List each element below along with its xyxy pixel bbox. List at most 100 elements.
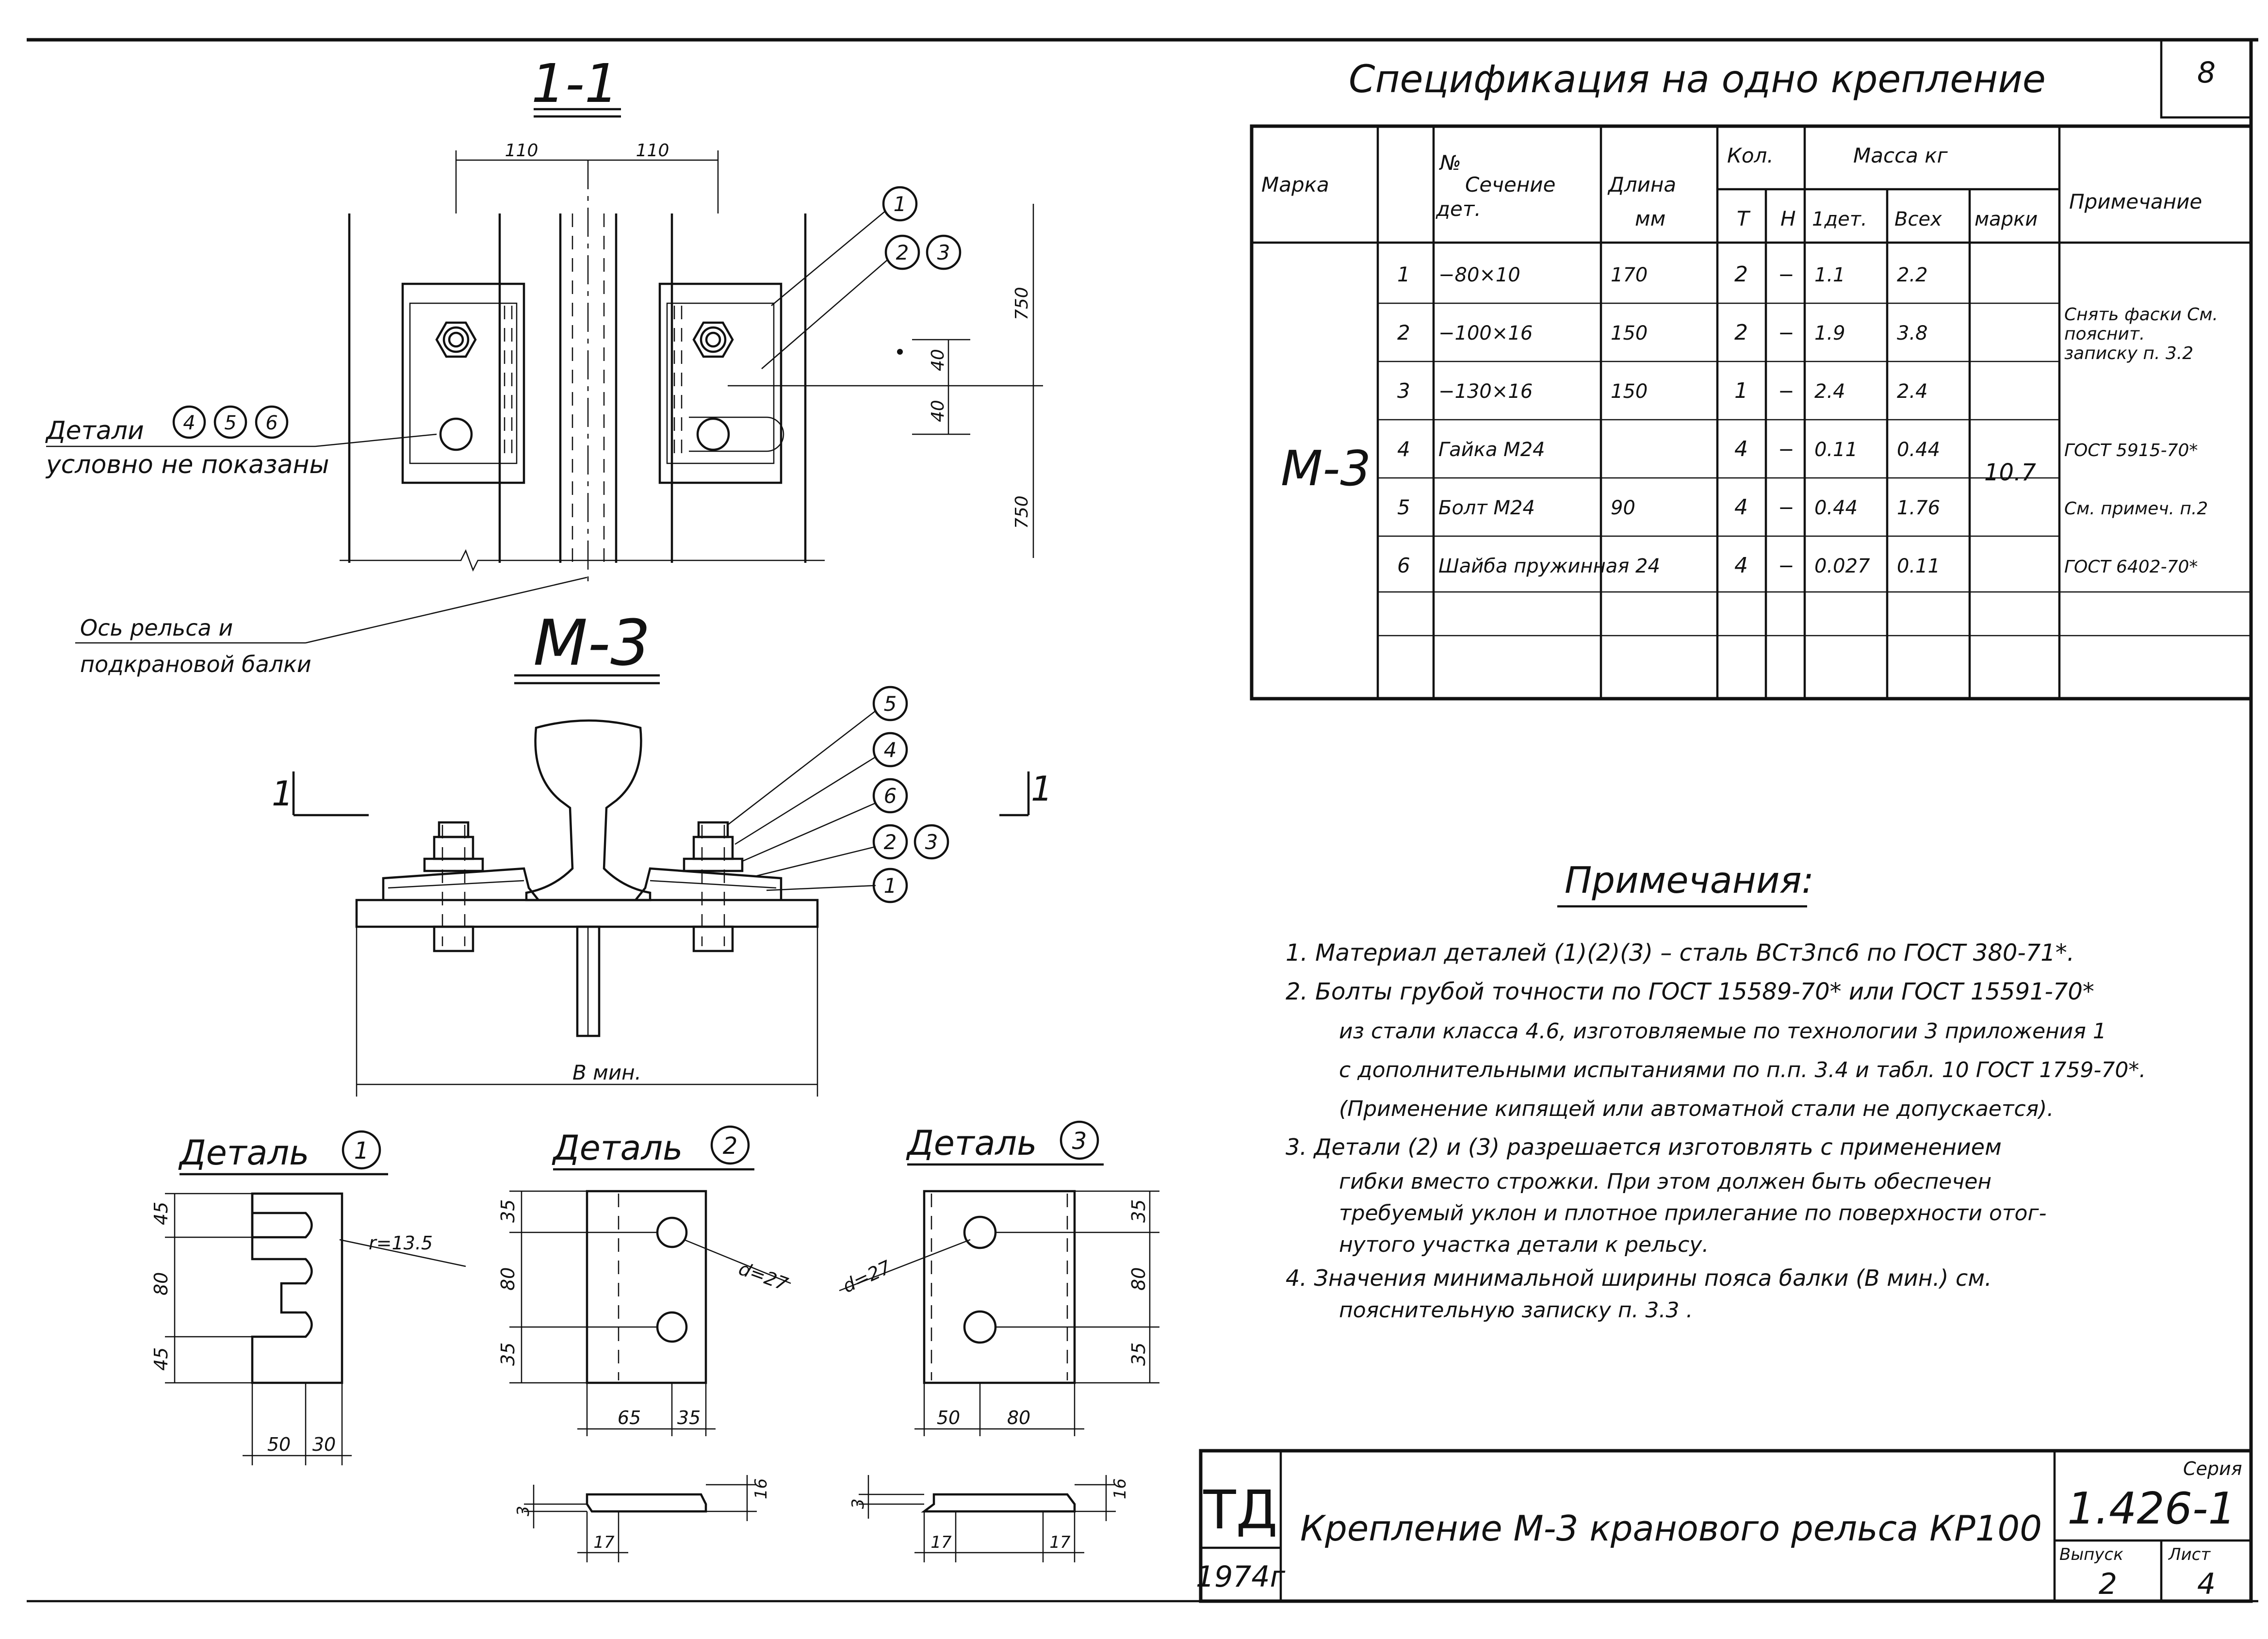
spec-cell-one: 1.9 (1814, 322, 1845, 344)
spec-cell-one: 0.44 (1814, 497, 1858, 519)
svg-text:1974г: 1974г (1196, 1560, 1286, 1594)
svg-text:3: 3 (925, 830, 938, 854)
spec-cell-all: 3.8 (1897, 322, 1928, 344)
spec-cell-section: Болт М24 (1438, 497, 1535, 519)
svg-text:30: 30 (312, 1434, 336, 1455)
section-title: 1-1 (531, 52, 619, 115)
svg-text:Деталь: Деталь (906, 1123, 1037, 1163)
sheet-number: 8 (2197, 56, 2216, 90)
spec-cell-one: 2.4 (1814, 380, 1845, 403)
svg-text:110: 110 (636, 141, 669, 161)
spec-cell-one: 0.027 (1814, 555, 1870, 577)
svg-text:Лист: Лист (2168, 1545, 2211, 1564)
detail-3: Деталь 3 35 80 35 d=27 50 80 16 3 17 17 (839, 1120, 1159, 1562)
spec-cell-t: 2 (1734, 320, 1748, 345)
svg-text:6: 6 (884, 784, 897, 808)
svg-text:Ось рельса и: Ось рельса и (80, 615, 233, 641)
spec-cell-t: 1 (1734, 378, 1748, 403)
svg-text:65: 65 (618, 1407, 641, 1428)
svg-text:3: 3 (848, 1498, 868, 1509)
svg-text:Всех: Всех (1894, 208, 1942, 230)
spec-cell-note: Снять фаски См.пояснит.записку п. 3.2 (2064, 305, 2218, 363)
svg-text:4: 4 (884, 738, 897, 762)
svg-text:2. Болты грубой точности по Г: 2. Болты грубой точности по ГОСТ 15589-7… (1286, 978, 2094, 1005)
svg-text:Т: Т (1737, 207, 1751, 230)
svg-text:пояснительную записку п. 3.3 .: пояснительную записку п. 3.3 . (1339, 1298, 1693, 1323)
assembly-title: М-3 (533, 606, 651, 680)
spec-cell-section: Шайба пружинная 24 (1438, 555, 1660, 577)
spec-title: Спецификация на одно крепление (1349, 58, 2046, 101)
svg-text:3: 3 (1072, 1128, 1087, 1155)
svg-text:1: 1 (354, 1137, 369, 1164)
svg-text:1дет.: 1дет. (1812, 208, 1867, 230)
svg-text:80: 80 (497, 1267, 519, 1291)
svg-text:17: 17 (593, 1533, 615, 1552)
svg-text:d=27: d=27 (839, 1256, 894, 1297)
svg-text:17: 17 (930, 1533, 952, 1552)
spec-total-mass: 10.7 (1984, 459, 2036, 486)
svg-text:1: 1 (884, 874, 897, 898)
svg-text:1: 1 (1031, 769, 1053, 809)
svg-text:Выпуск: Выпуск (2059, 1545, 2123, 1564)
org-code: ТД (1203, 1479, 1277, 1541)
specification-table: Спецификация на одно крепление 8 Марка №… (1250, 38, 2253, 701)
svg-text:подкрановой балки: подкрановой балки (80, 651, 311, 677)
svg-text:Детали: Детали (45, 416, 144, 445)
svg-text:45: 45 (150, 1202, 172, 1225)
svg-text:Деталь: Деталь (178, 1133, 309, 1173)
svg-text:Масса кг: Масса кг (1853, 144, 1948, 167)
svg-text:5: 5 (224, 412, 236, 434)
detail-1: Деталь 1 45 80 45 r=13.5 50 30 (150, 1130, 466, 1465)
svg-text:17: 17 (1049, 1533, 1071, 1552)
svg-text:2: 2 (896, 241, 909, 264)
spec-cell-length: 150 (1611, 380, 1648, 403)
spec-cell-det: 2 (1397, 321, 1410, 344)
svg-text:Примечание: Примечание (2069, 190, 2202, 213)
spec-cell-t: 4 (1734, 495, 1748, 520)
svg-text:50: 50 (937, 1407, 960, 1428)
svg-text:гибки вместо строжки. При этом: гибки вместо строжки. При этом должен бы… (1339, 1169, 1991, 1194)
spec-cell-note: ГОСТ 5915-70* (2064, 441, 2198, 460)
svg-text:3: 3 (937, 241, 950, 264)
svg-text:из стали класса 4.6, изготовля: из стали класса 4.6, изготовляемые по те… (1339, 1019, 2106, 1044)
sheet-index: 4 (2197, 1567, 2216, 1601)
svg-text:35: 35 (497, 1199, 519, 1223)
spec-cell-note: См. примеч. п.2 (2064, 499, 2208, 519)
svg-text:80: 80 (150, 1272, 172, 1295)
series-number: 1.426-1 (2067, 1483, 2235, 1534)
svg-text:40: 40 (928, 349, 948, 371)
svg-text:№: № (1439, 151, 1461, 175)
svg-text:4: 4 (183, 412, 195, 434)
svg-text:35: 35 (677, 1407, 701, 1428)
spec-cell-section: −80×10 (1438, 264, 1520, 286)
svg-text:мм: мм (1635, 207, 1665, 230)
spec-cell-det: 1 (1397, 262, 1410, 286)
svg-text:45: 45 (150, 1347, 172, 1371)
svg-text:35: 35 (497, 1343, 519, 1366)
spec-cell-t: 4 (1734, 553, 1748, 578)
svg-text:50: 50 (267, 1434, 291, 1455)
svg-text:2: 2 (2099, 1567, 2117, 1601)
svg-text:Длина: Длина (1607, 173, 1676, 197)
spec-cell-section: −130×16 (1438, 380, 1533, 403)
spec-cell-det: 5 (1397, 495, 1410, 519)
spec-cell-one: 1.1 (1814, 264, 1845, 286)
svg-text:Сечение: Сечение (1465, 173, 1555, 197)
svg-text:Кол.: Кол. (1727, 144, 1774, 167)
spec-cell-det: 4 (1397, 437, 1410, 461)
spec-cell-n: − (1778, 264, 1795, 286)
spec-cell-t: 4 (1734, 437, 1748, 461)
svg-text:3: 3 (514, 1506, 533, 1516)
svg-text:6: 6 (265, 412, 277, 434)
svg-text:35: 35 (1128, 1199, 1149, 1223)
svg-text:16: 16 (1110, 1478, 1130, 1499)
spec-cell-all: 2.4 (1897, 380, 1928, 403)
spec-cell-all: 1.76 (1897, 497, 1940, 519)
svg-text:5: 5 (884, 692, 897, 716)
svg-text:1: 1 (272, 774, 294, 814)
spec-cell-n: − (1778, 322, 1795, 344)
notes: Примечания: 1. Материал деталей (1)(2)(3… (1286, 859, 2146, 1323)
drawing-title: Крепление М-3 кранового рельса КР100 (1300, 1508, 2042, 1549)
